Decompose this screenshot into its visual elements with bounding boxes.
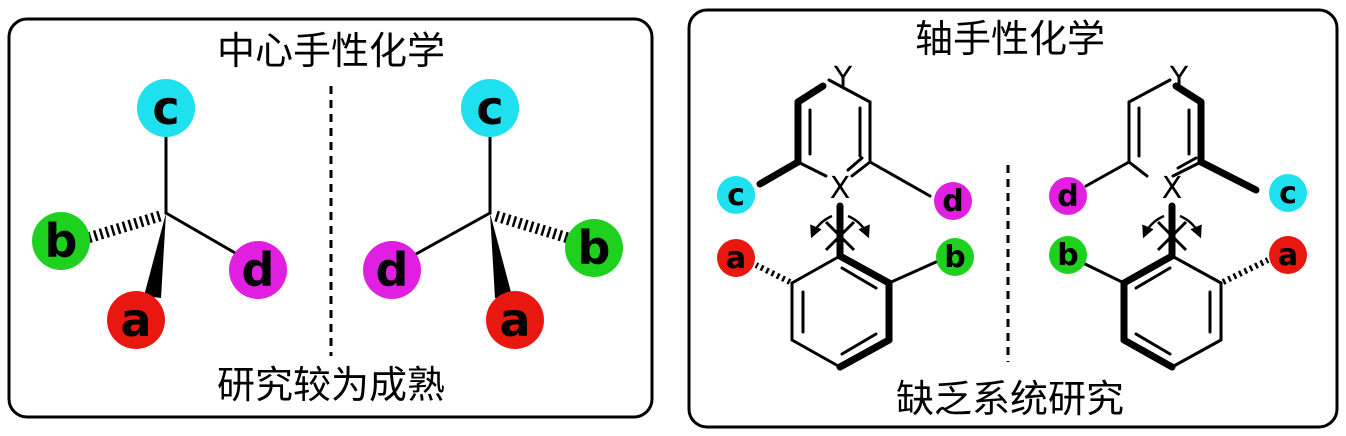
- substituent-b-label: b: [1057, 238, 1078, 273]
- substituent-b-circle: [1049, 236, 1087, 274]
- ring-bond: [1171, 160, 1203, 178]
- right-panel-caption: 缺乏系统研究: [896, 377, 1124, 421]
- atom-X: X: [1162, 171, 1183, 206]
- ring-double-bond-inner: [840, 332, 878, 356]
- rotation-arrow-right: [1179, 214, 1202, 239]
- substituent-d-circle: [229, 241, 287, 299]
- ring-bond-bold: [1120, 336, 1176, 371]
- bond-to-d: [414, 211, 492, 256]
- bond-to-d: [868, 160, 932, 198]
- hashed-bond-to-a: [1221, 257, 1270, 285]
- substituent-d-circle: [1049, 177, 1087, 215]
- substituent-a-label: a: [1278, 238, 1298, 273]
- axial-chirality-panel: 轴手性化学 缺乏系统研究 Y X: [687, 8, 1339, 429]
- bond-to-c: [1197, 158, 1260, 194]
- bond-to-d: [1084, 160, 1131, 188]
- ring-bond-bold: [1120, 252, 1176, 287]
- substituent-d-label: d: [1057, 179, 1078, 214]
- substituent-a-label: a: [499, 293, 530, 347]
- left-atropisomer: Y X c d: [717, 61, 974, 371]
- substituent-b-circle: [936, 238, 974, 276]
- ring-bond: [850, 160, 872, 178]
- substituent-a-circle: [107, 291, 165, 349]
- substituent-d-circle: [363, 241, 421, 299]
- right-panel-frame: [687, 8, 1339, 429]
- ring-bond: [790, 254, 842, 285]
- substituent-a-circle: [1269, 236, 1307, 274]
- substituent-b-label: b: [45, 214, 78, 268]
- bond-to-c: [756, 158, 802, 188]
- left-stereocenter-molecule: c b d a: [32, 79, 287, 349]
- substituent-c-label: c: [727, 178, 745, 213]
- rotation-block-cross: [824, 220, 856, 252]
- bond-to-d: [164, 211, 239, 256]
- rotation-arrow-right: [847, 214, 870, 239]
- atom-Y: Y: [1169, 61, 1189, 96]
- substituent-d-label: d: [242, 243, 275, 297]
- left-panel-title: 中心手性化学: [217, 29, 445, 73]
- substituent-a-label: a: [726, 241, 746, 276]
- ring-bond: [796, 160, 828, 178]
- rotation-arrow-left: [1142, 214, 1165, 239]
- right-stereocenter-molecule: c b d a: [363, 79, 623, 349]
- substituent-c-label: c: [1279, 176, 1297, 211]
- ring-bond: [827, 78, 872, 104]
- wedge-bond-to-a: [144, 213, 166, 298]
- ring-bond-bold: [1172, 82, 1205, 106]
- ring-bond: [790, 338, 842, 369]
- ring-bond-bold: [836, 336, 893, 371]
- ring-bond-bold: [794, 82, 827, 106]
- ring-bond: [1170, 254, 1223, 285]
- substituent-b-circle: [565, 219, 623, 277]
- substituent-d-label: d: [942, 184, 963, 219]
- ring-bond: [1127, 78, 1172, 104]
- substituent-c-circle: [137, 79, 195, 137]
- ring-bond-bold: [836, 252, 893, 287]
- left-panel-frame: [7, 17, 654, 419]
- ring-bond: [1170, 338, 1223, 369]
- hashed-bond-to-a: [754, 262, 792, 285]
- substituent-d-label: d: [376, 243, 409, 297]
- left-panel-caption: 研究较为成熟: [217, 363, 445, 407]
- substituent-b-label: b: [578, 221, 611, 275]
- right-atropisomer: Y X d c: [1049, 61, 1307, 371]
- ring-double-bond-inner: [840, 266, 878, 290]
- ring-double-bond-inner: [846, 156, 864, 172]
- hashed-bond-to-b: [494, 210, 570, 244]
- substituent-b-label: b: [944, 240, 965, 275]
- hashed-bond-to-b: [86, 210, 162, 244]
- wedge-bond-to-a: [490, 213, 512, 298]
- central-chirality-panel: 中心手性化学 研究较为成熟 c b d a c: [7, 17, 654, 419]
- ring-double-bond-inner: [1176, 156, 1198, 170]
- substituent-b-circle: [32, 212, 90, 270]
- ring-double-bond-inner: [1134, 266, 1172, 290]
- bond-to-b: [1081, 261, 1126, 285]
- substituent-d-circle: [934, 182, 972, 220]
- substituent-c-label: c: [152, 81, 179, 135]
- substituent-a-circle: [486, 291, 544, 349]
- ring-bond: [1127, 160, 1149, 178]
- rotation-arrow-left: [810, 214, 833, 239]
- right-panel-title: 轴手性化学: [915, 17, 1105, 61]
- atom-X: X: [830, 171, 851, 206]
- substituent-c-circle: [717, 176, 755, 214]
- bond-to-b: [887, 260, 938, 285]
- substituent-c-label: c: [476, 81, 503, 135]
- rotation-block-cross: [1156, 220, 1188, 252]
- substituent-c-circle: [1269, 174, 1307, 212]
- ring-double-bond-inner: [1134, 332, 1172, 356]
- substituent-a-label: a: [120, 293, 151, 347]
- substituent-c-circle: [461, 79, 519, 137]
- substituent-a-circle: [717, 239, 755, 277]
- atom-Y: Y: [833, 61, 853, 96]
